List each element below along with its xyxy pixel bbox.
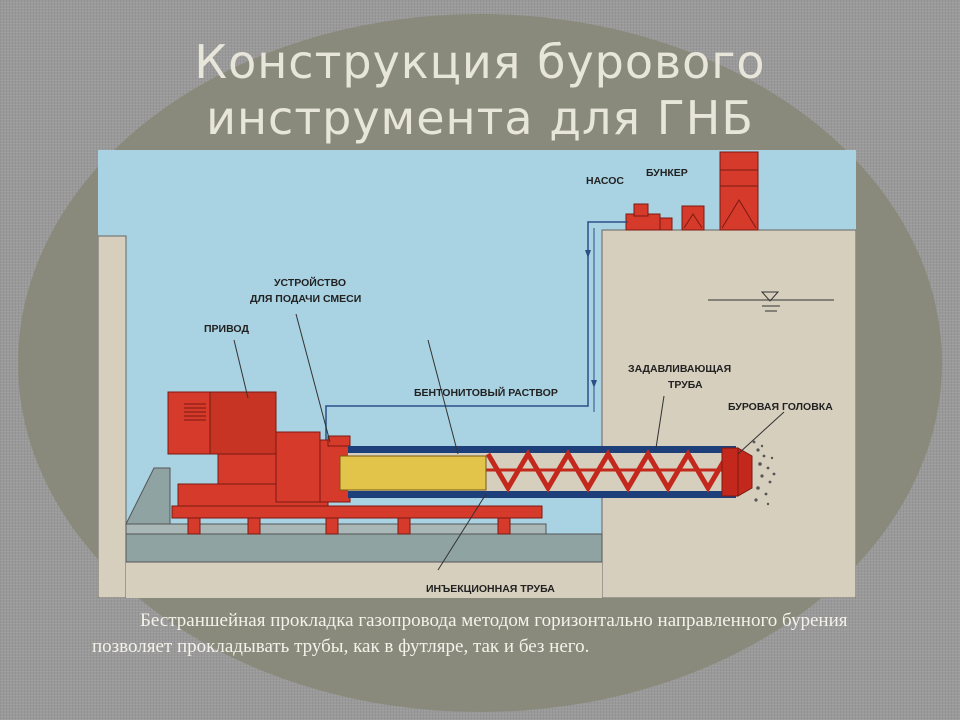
push-pipe: [339, 446, 736, 498]
leader-lines: [233, 313, 785, 571]
base-rail: [125, 533, 603, 563]
label-injection-pipe: ИНЪЕКЦИОННАЯ ТРУБА: [426, 583, 555, 595]
bunker-tower: [719, 151, 759, 231]
drill-head: [721, 447, 753, 497]
label-pump: НАСОС: [586, 175, 624, 187]
label-drive: ПРИВОД: [204, 323, 249, 335]
gravel: [752, 440, 776, 506]
label-push-pipe-1: ЗАДАВЛИВАЮЩАЯ: [628, 363, 731, 375]
auger-screw: [485, 449, 731, 493]
water-level-icon: [708, 291, 834, 312]
right-soil-block: [601, 229, 856, 598]
left-soil-wall: [98, 235, 127, 598]
bunker-small: [681, 205, 705, 231]
flow-arrow-icon-2: [591, 380, 597, 388]
title-line-1: Конструкция бурового: [194, 35, 766, 89]
pit-bottom: [126, 562, 602, 598]
label-mix-feed-2: ДЛЯ ПОДАЧИ СМЕСИ: [250, 293, 361, 305]
label-mix-feed-1: УСТРОЙСТВО: [274, 276, 346, 289]
pump-unit: [625, 203, 673, 231]
label-bunker: БУНКЕР: [646, 167, 688, 179]
flow-arrow-icon: [585, 250, 591, 258]
thrust-block: [125, 467, 171, 525]
hdd-diagram: НАСОС БУНКЕР УСТРОЙСТВО ДЛЯ ПОДАЧИ СМЕСИ…: [98, 150, 856, 598]
bentonite-line: [325, 221, 628, 442]
caption-text: Бестраншейная прокладка газопровода мето…: [92, 610, 848, 657]
label-bentonite: БЕНТОНИТОВЫЙ РАСТВОР: [414, 386, 558, 399]
slide-title: Конструкция бурового инструмента для ГНБ: [0, 34, 960, 146]
drive-motor: [167, 391, 321, 503]
label-drill-head: БУРОВАЯ ГОЛОВКА: [728, 401, 833, 413]
title-line-2: инструмента для ГНБ: [206, 91, 754, 145]
label-push-pipe-2: ТРУБА: [668, 379, 703, 391]
